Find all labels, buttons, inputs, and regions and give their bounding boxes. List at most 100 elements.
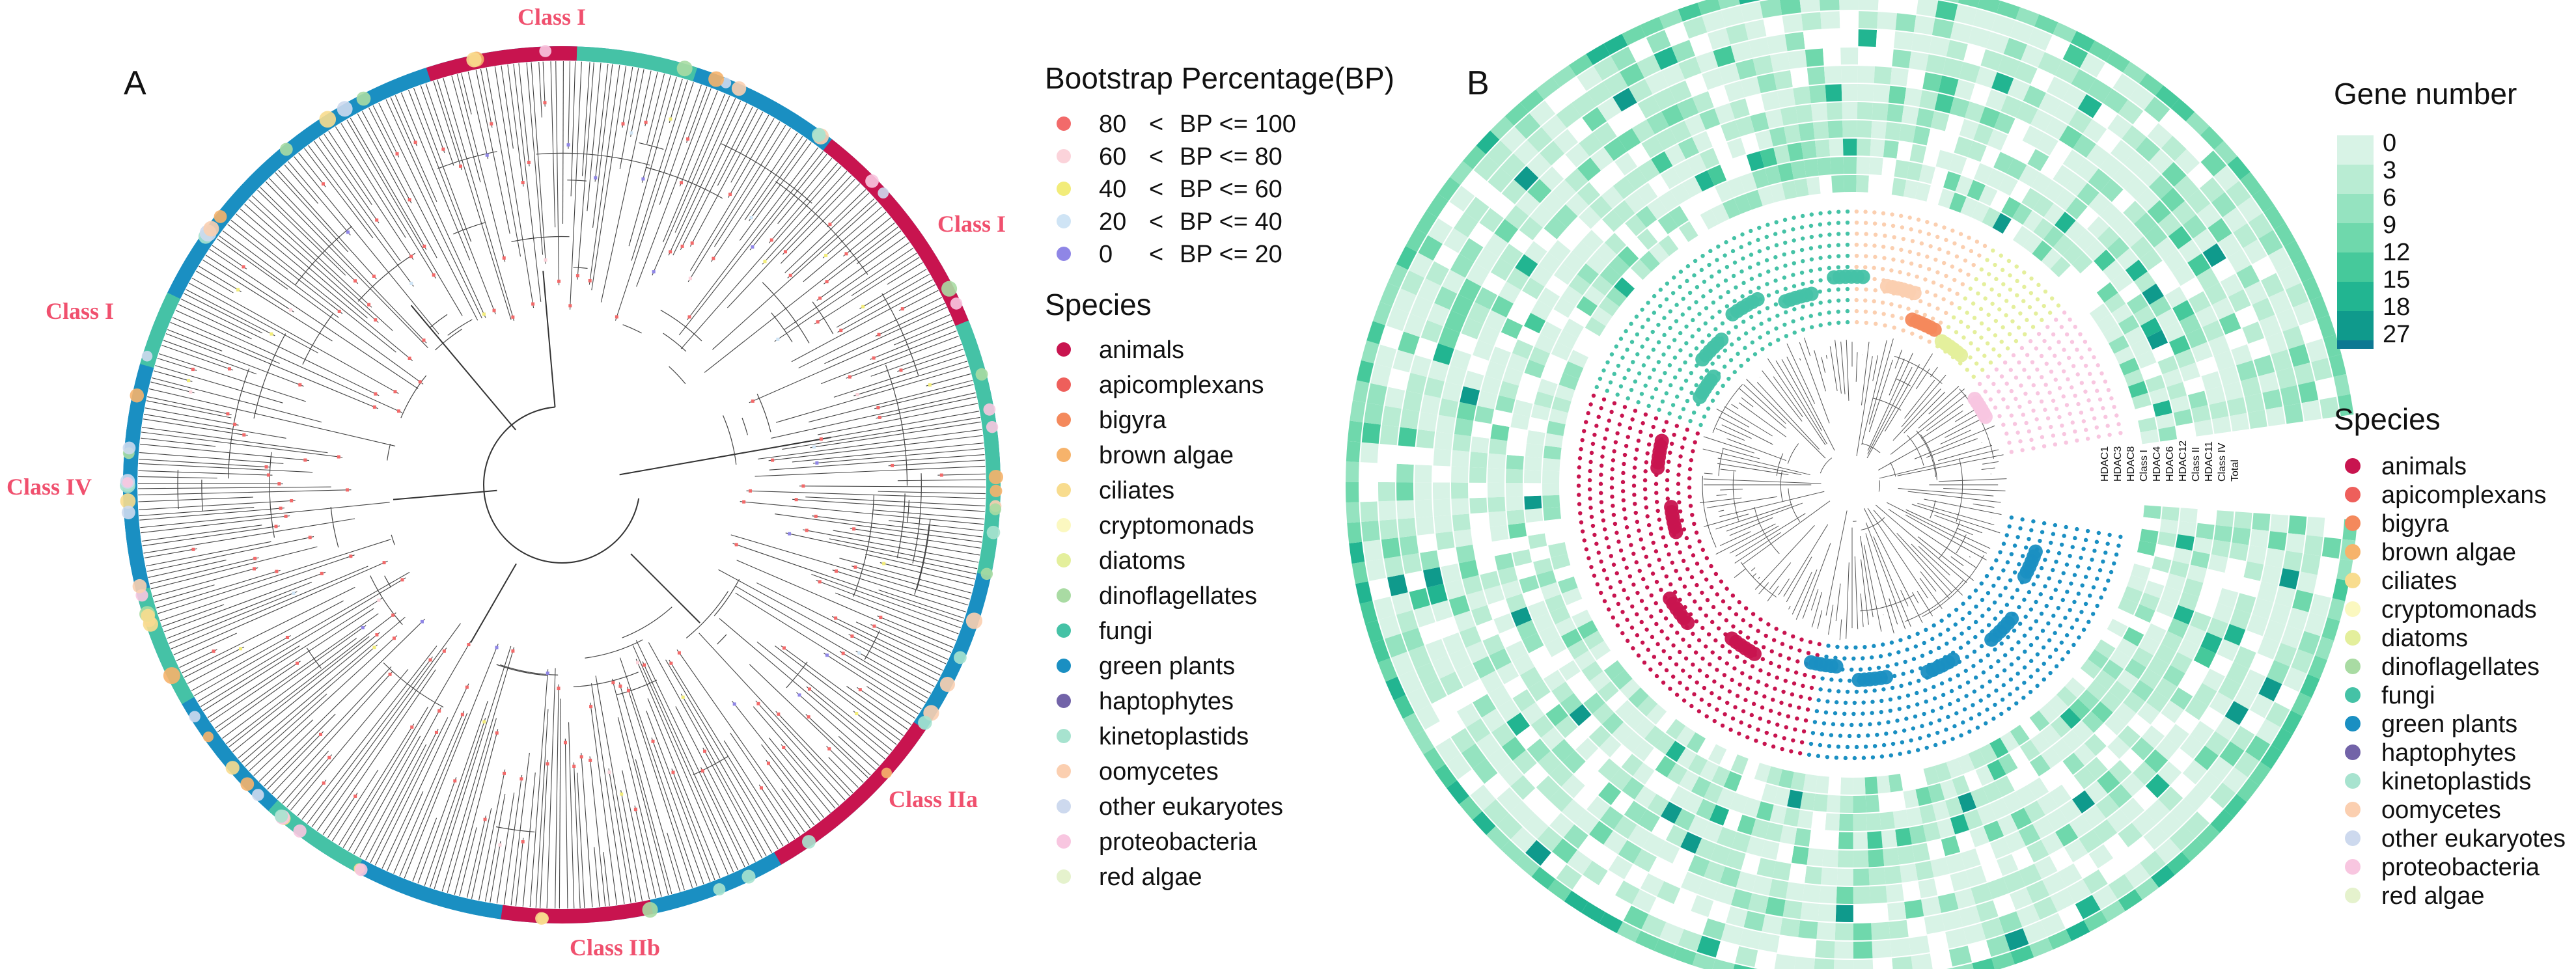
species-dot: [1739, 363, 1743, 368]
heatmap-cell: [1613, 176, 1636, 200]
heatmap-cell: [1684, 912, 1708, 935]
bootstrap-mark: [227, 367, 231, 371]
heatmap-cell: [1545, 703, 1568, 726]
heatmap-cell: [1841, 83, 1858, 102]
heatmap-total-cell: [2337, 394, 2354, 416]
branch: [689, 111, 764, 247]
branch: [663, 93, 726, 243]
species-dot: [1663, 370, 1667, 375]
species-dot: [1925, 290, 1930, 294]
heatmap-cell: [1500, 126, 1527, 153]
species-item: kinetoplastids: [2345, 768, 2531, 795]
species-dot: [1700, 590, 1704, 595]
heatmap-cell: [1993, 152, 2014, 174]
species-dot: [2091, 380, 2096, 385]
heatmap-cell: [2231, 344, 2252, 366]
species-dot: [1668, 325, 1672, 331]
branch: [755, 465, 986, 477]
heatmap-cell: [1432, 343, 1454, 365]
species-dot: [2103, 379, 2108, 384]
species-dot: [1633, 510, 1638, 515]
species-dot: [1635, 612, 1639, 617]
heatmap-cell: [1441, 381, 1462, 402]
branch: [1756, 381, 1820, 450]
heatmap-cell: [2244, 281, 2268, 305]
species-dot: [1909, 669, 1915, 674]
bootstrap-mark: [191, 547, 195, 551]
heatmap-cell: [1477, 390, 1498, 409]
branch: [1786, 556, 1812, 603]
heatmap-cell: [1660, 167, 1682, 189]
heatmap-cell: [1823, 66, 1842, 84]
heatmap-cell: [1654, 733, 1676, 755]
species-dot: [1762, 694, 1767, 699]
branch: [833, 530, 980, 556]
heatmap-cell: [2183, 578, 2204, 597]
species-cluster-dot: [1954, 348, 1969, 362]
tip-marker: [539, 45, 552, 57]
species-dot: [1875, 732, 1879, 737]
species-dot: [1732, 299, 1737, 303]
branch: [162, 604, 225, 627]
heatmap-cell: [1699, 148, 1720, 169]
species-dot: [1750, 340, 1755, 345]
heatmap-cell: [2185, 697, 2209, 720]
species-dot: [2076, 402, 2081, 407]
species-item: other eukaryotes: [1057, 793, 1283, 821]
heatmap-cell: [1522, 277, 1545, 299]
heatmap-cell: [1826, 795, 1840, 813]
species-dot: [1629, 625, 1635, 630]
branch: [1879, 449, 1999, 479]
species-dot: [1639, 599, 1644, 603]
species-dot: [2075, 372, 2080, 377]
species-dot: [1953, 622, 1958, 627]
species-dot: [1586, 556, 1591, 560]
species-dot: [1588, 505, 1593, 510]
species-dot: [1611, 562, 1616, 567]
species-dot: [1786, 714, 1790, 718]
species-dot: [1612, 594, 1616, 598]
tip-marker: [240, 777, 255, 791]
species-dot: [2035, 668, 2040, 673]
heatmap-cell: [2155, 413, 2175, 430]
species-dot: [1611, 503, 1615, 508]
heatmap-cell: [1702, 10, 1726, 33]
branch: [619, 657, 698, 887]
species-dot: [1845, 286, 1850, 292]
branch: [139, 500, 296, 510]
heatmap-cell: [1655, 128, 1678, 150]
heatmap-cell: [2040, 724, 2062, 746]
heatmap-cell: [1536, 775, 1560, 800]
tip-marker: [337, 101, 353, 117]
species-dot: [1775, 266, 1779, 271]
species-dot: [1681, 296, 1685, 301]
species-dot: [1797, 751, 1803, 756]
bootstrap-mark: [296, 661, 299, 665]
species-dot: [1774, 220, 1779, 225]
heatmap-cell: [1364, 402, 1384, 425]
branch-arc: [693, 756, 728, 776]
heatmap-cell: [2180, 735, 2204, 759]
species-dot: [1944, 310, 1948, 316]
heatmap-cell: [1685, 74, 1708, 96]
heatmap-cell: [1991, 72, 2014, 94]
heatmap-cell: [1842, 102, 1858, 120]
species-dot: [1799, 637, 1804, 642]
species-dot: [2030, 360, 2035, 364]
branch: [217, 625, 367, 733]
species-dot: [1596, 551, 1601, 555]
heatmap-cell: [1476, 733, 1501, 758]
species-dot: [1641, 421, 1645, 426]
species-dot: [1577, 465, 1582, 470]
branch: [675, 706, 756, 862]
bootstrap-mark: [288, 308, 292, 312]
heatmap-cell: [1976, 900, 1999, 922]
heatmap-cell: [1710, 843, 1731, 866]
heatmap-cell: [2197, 797, 2223, 823]
species-dot: [2009, 450, 2014, 454]
branch: [1918, 545, 1950, 576]
species-dot: [1693, 258, 1698, 264]
species-swatch: [2345, 630, 2361, 646]
species-dot: [2053, 377, 2058, 382]
heatmap-cell: [1552, 180, 1577, 204]
